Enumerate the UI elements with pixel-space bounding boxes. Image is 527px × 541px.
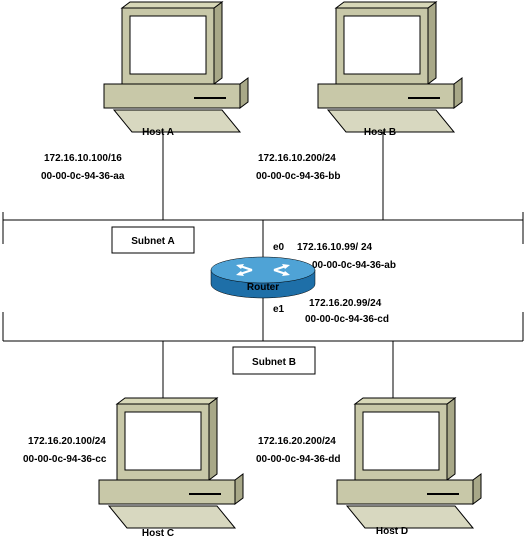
host-d-mac: 00-00-0c-94-36-dd (256, 454, 340, 465)
host-c-label: Host C (142, 528, 174, 539)
host-a-label: Host A (142, 127, 174, 138)
router-e1-ip: 172.16.20.99/24 (309, 298, 382, 309)
host-c-ip: 172.16.20.100/24 (28, 436, 106, 447)
host-a-mac: 00-00-0c-94-36-aa (41, 171, 125, 182)
router-e0-ip: 172.16.10.99/ 24 (297, 242, 373, 253)
host-b-label: Host B (364, 127, 396, 138)
router-e0-mac: 00-00-0c-94-36-ab (312, 260, 396, 271)
host-a-ip: 172.16.10.100/16 (44, 153, 122, 164)
router-label: Router (247, 282, 279, 293)
subnet-a-label: Subnet A (131, 236, 175, 247)
host-c-computer-icon (98, 397, 244, 529)
subnet-b-box (232, 346, 316, 375)
subnet-b-label: Subnet B (252, 357, 296, 368)
host-d-label: Host D (376, 526, 408, 537)
router-icon (210, 256, 316, 299)
subnet-a-box (111, 226, 195, 254)
host-d-ip: 172.16.20.200/24 (258, 436, 336, 447)
host-b-computer-icon (317, 1, 463, 133)
router-e1-mac: 00-00-0c-94-36-cd (305, 314, 389, 325)
router-e0-label: e0 (273, 242, 285, 253)
host-b-mac: 00-00-0c-94-36-bb (256, 171, 340, 182)
host-c-mac: 00-00-0c-94-36-cc (23, 454, 107, 465)
host-b-ip: 172.16.10.200/24 (258, 153, 336, 164)
router-e1-label: e1 (273, 304, 285, 315)
host-a-computer-icon (103, 1, 249, 133)
host-d-computer-icon (336, 397, 482, 529)
